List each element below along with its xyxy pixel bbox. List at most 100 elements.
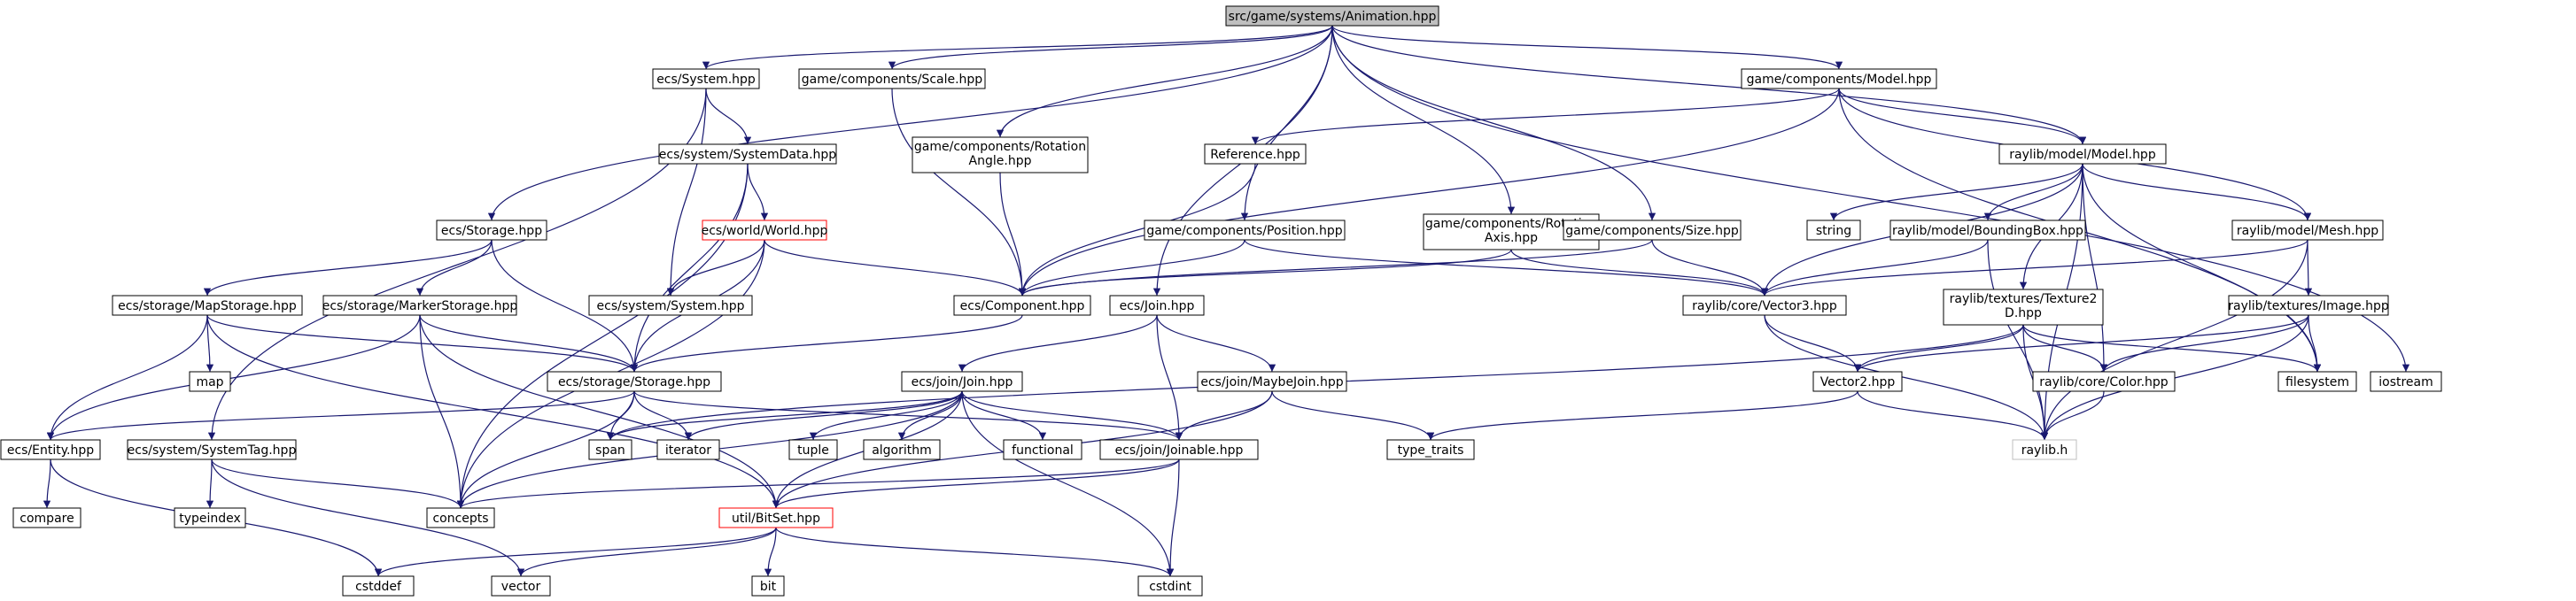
node-ecs-system-systemtag-hpp[interactable]: ecs/system/SystemTag.hpp xyxy=(127,439,297,460)
edge-ecs-world-to-ecs-system-system xyxy=(666,239,765,297)
node-box xyxy=(652,68,760,89)
node-game-components-size-hpp[interactable]: game/components/Size.hpp xyxy=(1563,220,1742,241)
edge-ecs-join-join-to-span xyxy=(606,390,963,441)
node-box xyxy=(588,439,632,460)
node-cstdint[interactable]: cstdint xyxy=(1137,575,1203,597)
node-string[interactable]: string xyxy=(1806,220,1861,241)
node-functional[interactable]: functional xyxy=(1003,439,1082,460)
node-map[interactable]: map xyxy=(189,371,231,392)
edge-ecs-join-to-ecs-maybejoin xyxy=(1156,314,1276,373)
node-ecs-storage-storage-hpp[interactable]: ecs/storage/Storage.hpp xyxy=(547,371,722,392)
node-box xyxy=(953,295,1091,316)
edge-gc-model-to-ecs-component xyxy=(1018,88,1840,297)
edge-ecs-system-to-ecs-systemdata xyxy=(705,88,752,145)
node-label: game/components/Position.hpp xyxy=(1146,224,1342,238)
node-bit[interactable]: bit xyxy=(751,575,785,597)
edge-rl-texture2d-to-rl-color xyxy=(2022,324,2108,373)
node-box xyxy=(658,143,837,165)
node-type-traits[interactable]: type_traits xyxy=(1386,439,1475,460)
node-ecs-entity-hpp[interactable]: ecs/Entity.hpp xyxy=(0,439,101,460)
node-box xyxy=(322,295,517,316)
node-tuple[interactable]: tuple xyxy=(788,439,838,460)
edge-ecs-storage-h-to-ecs-markerstorage xyxy=(415,239,493,297)
node-ecs-join-maybejoin-hpp[interactable]: ecs/join/MaybeJoin.hpp xyxy=(1197,371,1347,392)
node-label: D.hpp xyxy=(2005,306,2042,320)
node-box xyxy=(588,295,753,316)
edge-ecs-joinable-to-concepts xyxy=(457,458,1180,509)
node-ecs-system-hpp[interactable]: ecs/System.hpp xyxy=(652,68,760,89)
node-game-components-position-hpp[interactable]: game/components/Position.hpp xyxy=(1144,220,1346,241)
node-box xyxy=(436,220,547,241)
node-raylib-model-boundingbox-hpp[interactable]: raylib/model/BoundingBox.hpp xyxy=(1889,220,2086,241)
edge-root-to-gc-model xyxy=(1331,25,1843,70)
node-reference-hpp[interactable]: Reference.hpp xyxy=(1204,143,1307,165)
node-iostream[interactable]: iostream xyxy=(2370,371,2442,392)
node-game-components-scale-hpp[interactable]: game/components/Scale.hpp xyxy=(798,68,986,89)
node-label: iostream xyxy=(2378,375,2433,389)
edge-gc-model-to-rl-model xyxy=(1838,88,2087,145)
node-label: ecs/Entity.hpp xyxy=(7,443,94,458)
node-box xyxy=(1889,220,2086,241)
node-raylib-model-mesh-hpp[interactable]: raylib/model/Mesh.hpp xyxy=(2231,220,2384,241)
node-label: cstdint xyxy=(1149,580,1191,594)
node-raylib-textures-image-hpp[interactable]: raylib/textures/Image.hpp xyxy=(2228,295,2389,316)
node-concepts[interactable]: concepts xyxy=(426,507,495,528)
node-game-components-model-hpp[interactable]: game/components/Model.hpp xyxy=(1741,68,1937,89)
node-ecs-system-system-hpp[interactable]: ecs/system/System.hpp xyxy=(588,295,753,316)
edge-ecs-component-to-ecs-storage-storage xyxy=(630,314,1023,373)
edge-ecs-mapstorage-to-map xyxy=(206,314,214,373)
node-ecs-join-join-hpp[interactable]: ecs/join/Join.hpp xyxy=(901,371,1023,392)
node-typeindex[interactable]: typeindex xyxy=(174,507,246,528)
edge-rl-vector3-to-vector2 xyxy=(1764,314,1862,373)
node-ecs-world-world-hpp[interactable]: ecs/world/World.hpp xyxy=(702,220,828,241)
node-iterator[interactable]: iterator xyxy=(656,439,720,460)
edge-ecs-join-join-to-iterator xyxy=(684,390,963,441)
node-compare[interactable]: compare xyxy=(12,507,81,528)
edge-ecs-markerstorage-to-util-bitset xyxy=(419,314,780,509)
edge-root-to-rl-model xyxy=(1331,25,2087,145)
node-label: game/components/Model.hpp xyxy=(1747,73,1932,87)
edge-util-bitset-to-bit xyxy=(764,527,777,577)
edge-ecs-storage-h-to-ecs-storage-storage xyxy=(491,239,639,373)
node-box xyxy=(1741,68,1937,89)
node-label: raylib.h xyxy=(2021,443,2068,458)
node-vector[interactable]: vector xyxy=(491,575,551,597)
node-cstddef[interactable]: cstddef xyxy=(342,575,415,597)
node-ecs-storage-markerstorage-hpp[interactable]: ecs/storage/MarkerStorage.hpp xyxy=(322,295,518,316)
node-raylib-core-color-hpp[interactable]: raylib/core/Color.hpp xyxy=(2032,371,2176,392)
edge-reference-to-ecs-component xyxy=(1018,163,1256,297)
node-ecs-storage-hpp[interactable]: ecs/Storage.hpp xyxy=(436,220,547,241)
node-ecs-join-joinable-hpp[interactable]: ecs/join/Joinable.hpp xyxy=(1099,439,1259,460)
node-algorithm[interactable]: algorithm xyxy=(863,439,941,460)
node-label: ecs/Join.hpp xyxy=(1120,299,1195,313)
edge-rl-image-to-rl-color xyxy=(2099,314,2309,373)
node-label: concepts xyxy=(432,512,488,526)
node-raylib-model-model-hpp[interactable]: raylib/model/Model.hpp xyxy=(1998,143,2167,165)
node-label: bit xyxy=(760,580,777,594)
node-span[interactable]: span xyxy=(588,439,632,460)
node-box xyxy=(1099,439,1259,460)
node-vector2-hpp[interactable]: Vector2.hpp xyxy=(1812,371,1903,392)
node-box xyxy=(1144,220,1346,241)
node-label: ecs/system/SystemData.hpp xyxy=(659,148,836,162)
node-util-bitset-hpp[interactable]: util/BitSet.hpp xyxy=(718,507,834,528)
node-box xyxy=(112,295,303,316)
node-label: game/components/Rotation xyxy=(1425,217,1597,231)
edge-gc-scale-to-ecs-component xyxy=(891,88,1027,297)
edge-ecs-join-join-to-cstdint xyxy=(961,390,1175,577)
node-src-game-systems-animation-hpp[interactable]: src/game/systems/Animation.hpp xyxy=(1225,5,1439,27)
edge-rl-model-to-rl-color xyxy=(2082,163,2108,373)
node-box xyxy=(788,439,838,460)
node-label: game/components/Rotation xyxy=(914,140,1086,154)
node-raylib-core-vector3-hpp[interactable]: raylib/core/Vector3.hpp xyxy=(1682,295,1847,316)
node-ecs-component-hpp[interactable]: ecs/Component.hpp xyxy=(953,295,1091,316)
node-ecs-join-hpp[interactable]: ecs/Join.hpp xyxy=(1109,295,1205,316)
node-box xyxy=(189,371,231,392)
node-label: raylib/core/Color.hpp xyxy=(2039,375,2169,389)
node-ecs-system-systemdata-hpp[interactable]: ecs/system/SystemData.hpp xyxy=(658,143,837,165)
node-ecs-storage-mapstorage-hpp[interactable]: ecs/storage/MapStorage.hpp xyxy=(112,295,303,316)
node-filesystem[interactable]: filesystem xyxy=(2277,371,2357,392)
node-raylib-h[interactable]: raylib.h xyxy=(2012,439,2077,460)
